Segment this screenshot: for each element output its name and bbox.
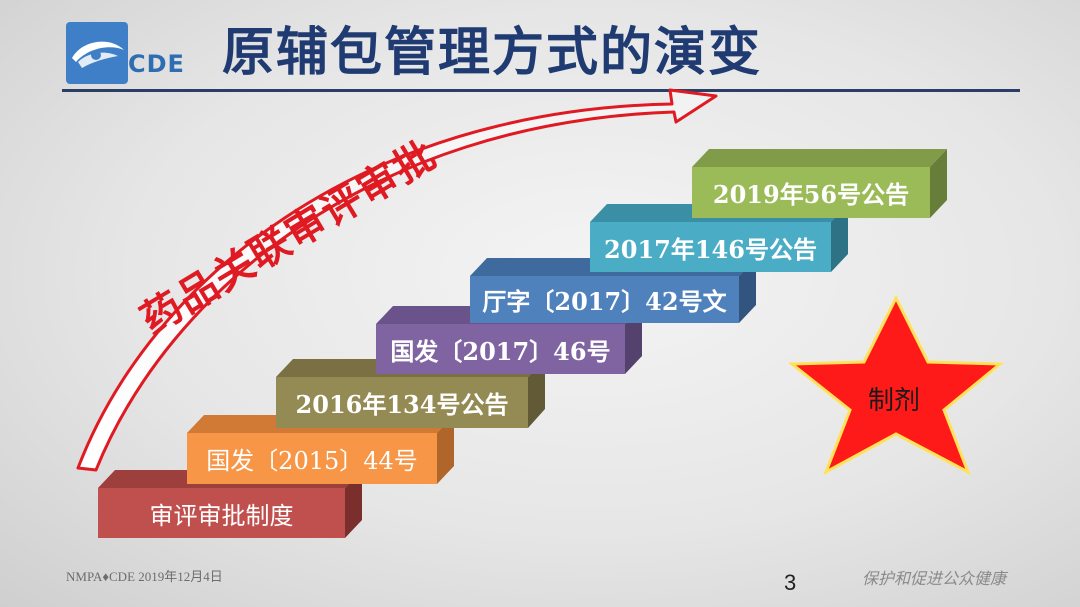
step-label-0: 审评审批制度 [98,488,345,538]
step-label-3: 国发〔2017〕46号 [376,324,625,374]
step-label-6: 2019年56号公告 [692,167,930,218]
footer-slogan: 保护和促进公众健康 [862,569,1007,588]
step-label-1: 国发〔2015〕44号 [187,433,437,484]
step-label-5: 2017年146号公告 [590,222,831,272]
title-divider [62,89,1020,92]
logo-text: CDE [128,50,185,78]
footer-date: NMPA♦CDE 2019年12月4日 [66,569,223,584]
step-text-6: 2019年56号公告 [712,180,910,209]
star-label: 制剂 [868,386,921,416]
cde-logo-icon [66,22,128,84]
step-label-2: 2016年134号公告 [276,377,528,428]
step-text-2: 2016年134号公告 [295,390,509,419]
step-label-4: 厅字〔2017〕42号文 [470,276,739,323]
step-text-5: 2017年146号公告 [604,234,817,264]
page-title: 原辅包管理方式的演变 [222,23,763,83]
step-text-1: 国发〔2015〕44号 [206,447,418,475]
step-text-3: 国发〔2017〕46号 [390,336,611,366]
step-6 [692,149,947,218]
page-number: 3 [784,570,797,595]
step-text-4: 厅字〔2017〕42号文 [482,287,727,316]
step-text-0: 审评审批制度 [149,501,294,530]
cde-logo [66,22,208,86]
